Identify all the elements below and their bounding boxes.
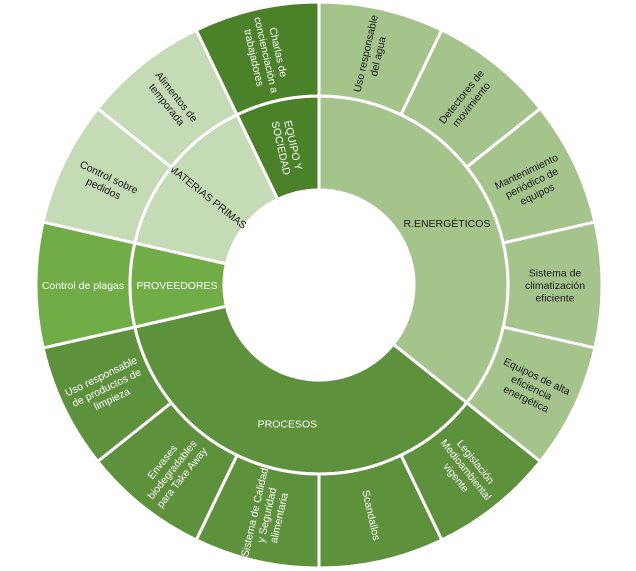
outer-segment-charlas-de-concienciacion-a-trabajadores[interactable]: [194, 0, 321, 117]
inner-label-proveedores: PROVEEDORES: [136, 280, 217, 292]
inner-label-procesos: PROCESOS: [258, 418, 318, 430]
outer-label-control-de-plagas: Control de plagas: [42, 280, 124, 292]
inner-label-r-energeticos: R.ENERGÉTICOS: [403, 217, 490, 230]
center-hole: [225, 191, 413, 379]
